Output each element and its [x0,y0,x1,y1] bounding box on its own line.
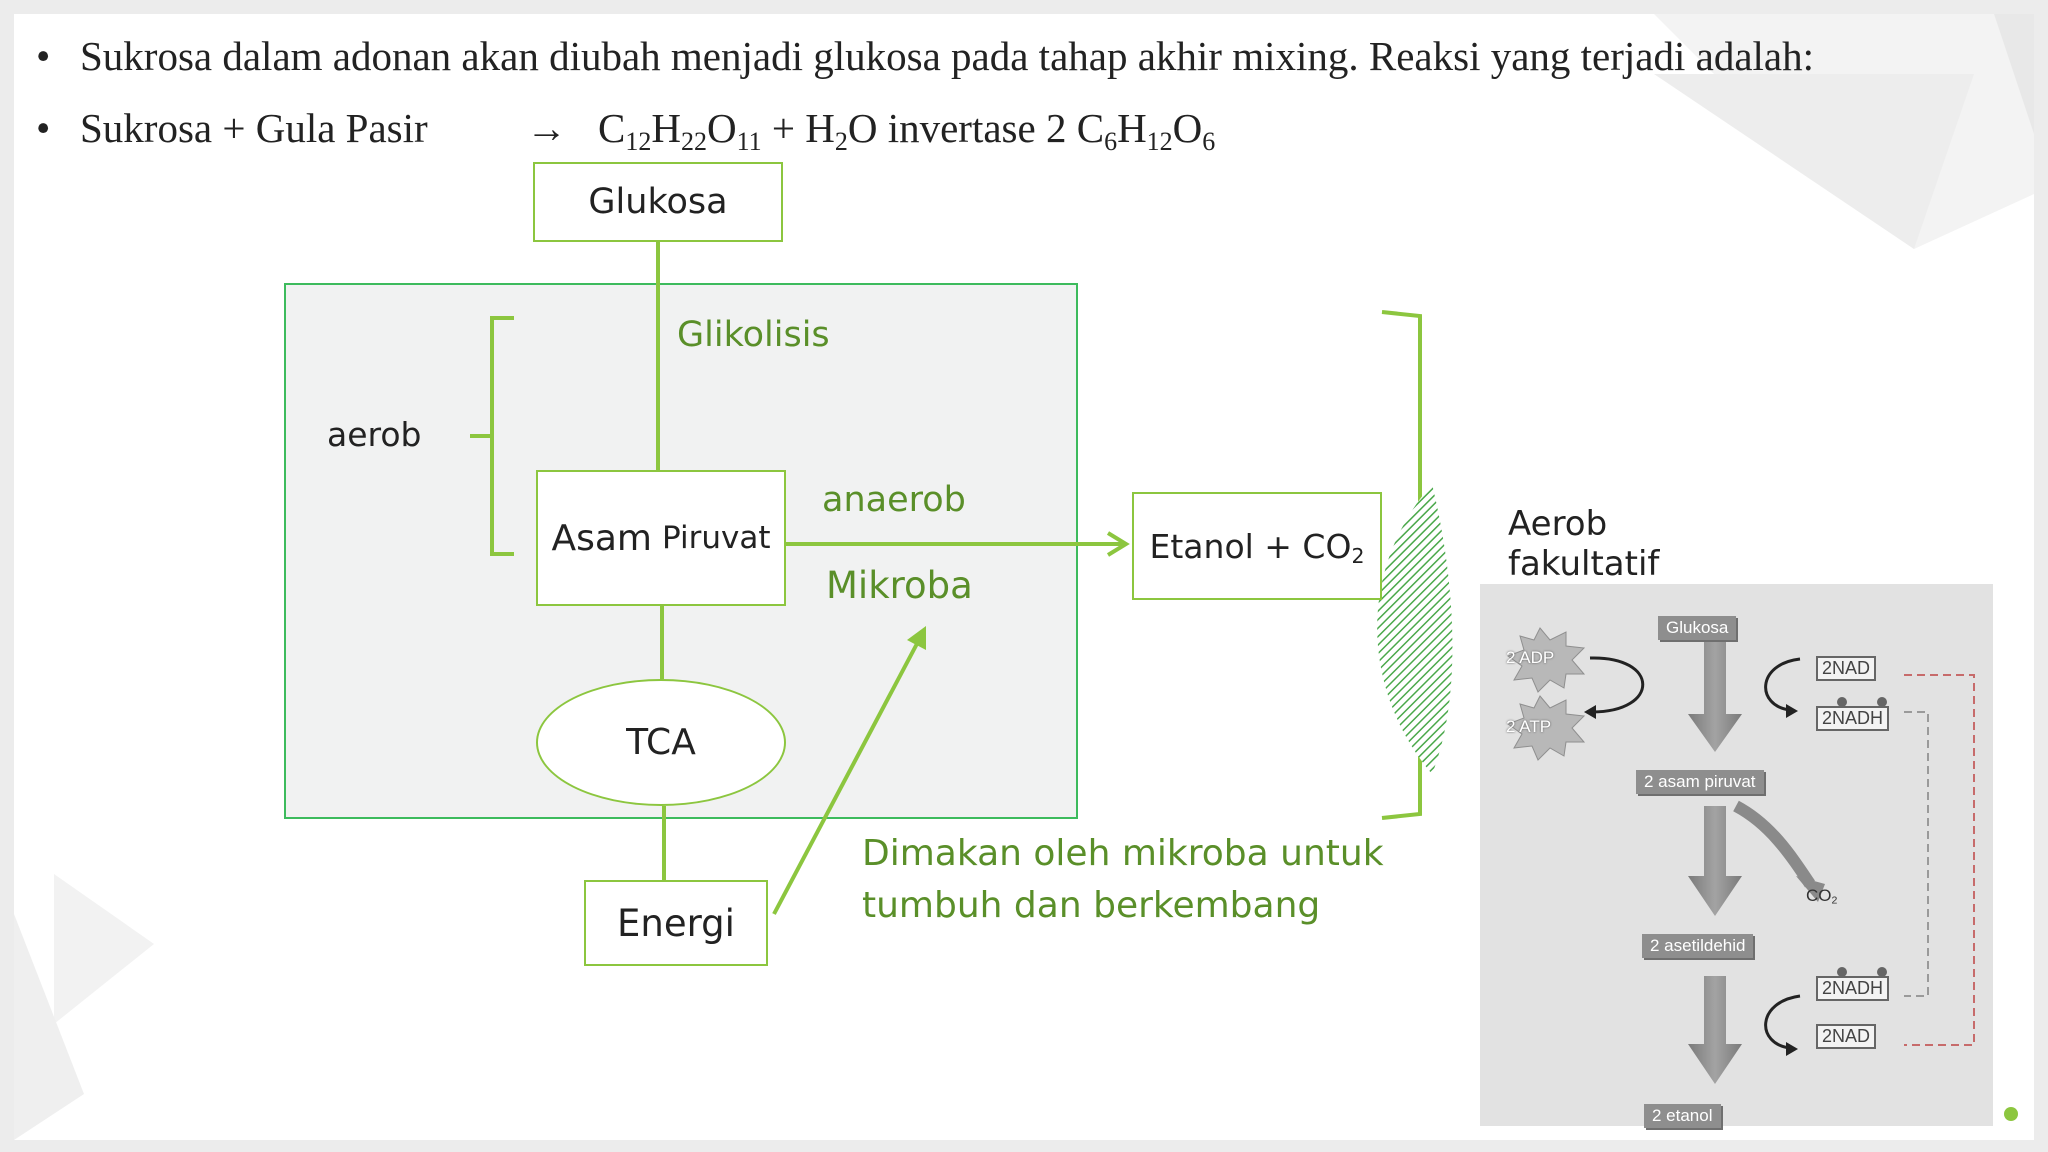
inset-asam-piruvat: 2 asam piruvat [1636,770,1764,794]
bullet-1: • Sukrosa dalam adonan akan diubah menjad… [36,32,1814,80]
anaerob-arrowhead [1106,531,1130,557]
glukosa-box: Glukosa [533,162,783,242]
asam-label: Asam [551,517,652,559]
bullet-2: • Sukrosa + Gula Pasir [36,104,428,152]
inset-adp: 2 ADP [1506,648,1555,667]
inset-co2: CO2 [1806,886,1838,907]
bullet-1-text: Sukrosa dalam adonan akan diubah menjadi… [80,33,1815,79]
inset-nad-bottom: 2NAD [1816,1024,1877,1049]
background-decoration [14,14,2034,1140]
energi-label: Energi [617,901,735,945]
inset-glukosa: Glukosa [1658,616,1737,640]
anaerob-label: anaerob [822,480,966,520]
etanol-co2-box: Etanol + CO2 [1132,492,1382,600]
mikroba-arrowhead [907,626,926,650]
inset-nadh-top: 2NADH [1816,706,1890,731]
inset-nadh-bottom: 2NADH [1816,976,1890,1001]
mikroba-label: Mikroba [826,564,973,607]
dimakan-line-2: tumbuh dan berkembang [862,885,1321,926]
slide: • Sukrosa dalam adonan akan diubah menjad… [14,14,2034,1140]
etanol-label: Etanol + CO2 [1149,526,1365,568]
bullet-dot: • [36,105,51,151]
reaction-arrow: → [526,105,567,151]
reaction-formula: C12H22O11 + H2O invertase 2 C6H12O6 [598,105,1216,156]
inset-arrows [1506,627,1975,1084]
dimakan-text: Dimakan oleh mikroba untuk tumbuh dan ber… [862,828,1384,932]
glikolisis-label: Glikolisis [677,315,830,355]
dimakan-line-1: Dimakan oleh mikroba untuk [862,833,1384,874]
piruvat-label: Piruvat [662,520,771,556]
corner-dot [2004,1107,2018,1121]
tca-ellipse: TCA [536,679,786,806]
glukosa-label: Glukosa [588,182,728,222]
bullet-dot: • [36,33,51,79]
energi-box: Energi [584,880,768,966]
hatched-leaf [1377,484,1453,774]
aerob-bracket [470,316,514,556]
inset-nad-top: 2NAD [1816,656,1877,681]
tca-label: TCA [626,722,696,763]
reaction-reactants: Sukrosa + Gula Pasir [80,105,428,151]
inset-atp: 2 ATP [1506,717,1552,736]
aerob-label: aerob [327,415,422,454]
asam-piruvat-box: Asam Piruvat [536,470,786,606]
fermentation-inset: Glukosa 2 ADP 2 ATP 2NAD 2NADH 2 asam pi… [1480,584,1993,1128]
inset-etanol: 2 etanol [1644,1104,1721,1128]
inset-asetildehid: 2 asetildehid [1642,934,1754,958]
